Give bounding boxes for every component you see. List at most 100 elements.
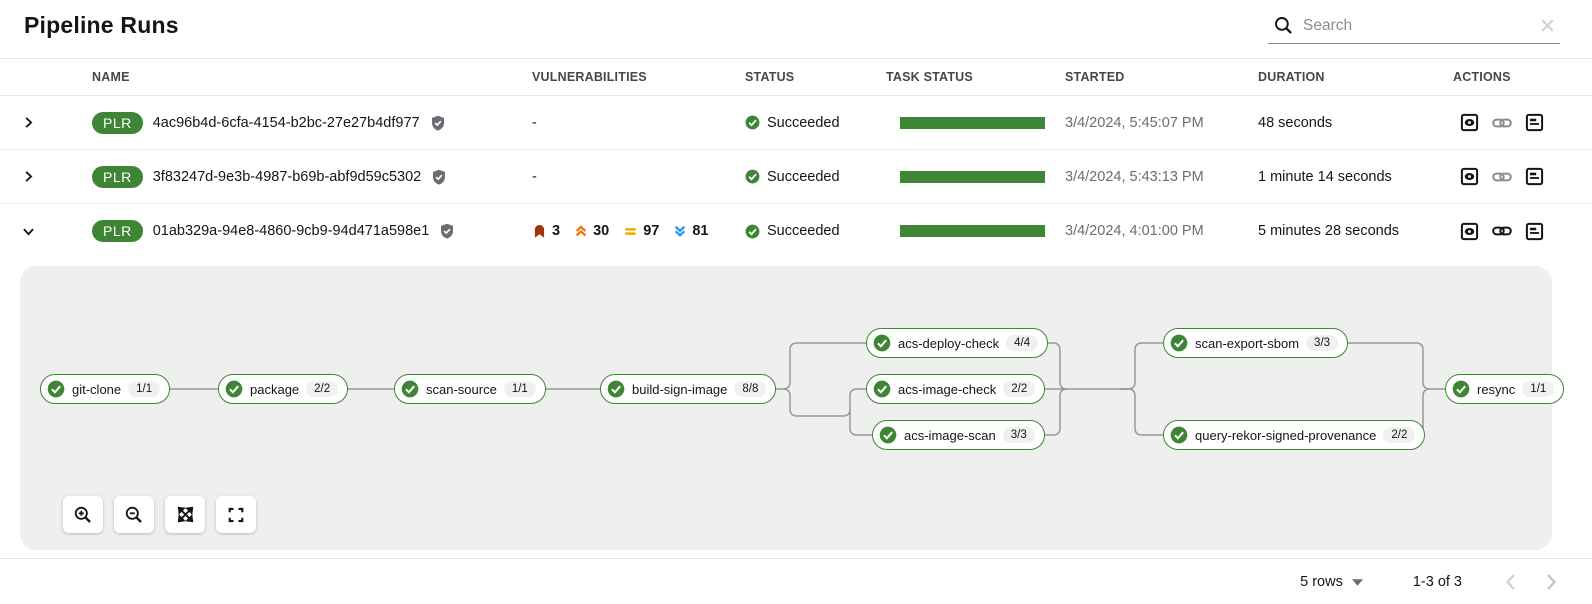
name-cell: PLR 01ab329a-94e8-4860-9cb9-94d471a598e1 bbox=[84, 220, 532, 242]
view-logs-button[interactable] bbox=[1525, 113, 1544, 132]
fullscreen-brackets-icon bbox=[228, 507, 244, 522]
high-count: 30 bbox=[593, 223, 610, 239]
view-logs-button[interactable] bbox=[1525, 167, 1544, 186]
started-cell: 3/4/2024, 5:43:13 PM bbox=[1065, 168, 1204, 185]
critical-count: 3 bbox=[552, 223, 561, 239]
document-in-square-icon bbox=[1525, 167, 1544, 186]
low-severity-icon bbox=[675, 225, 686, 237]
rows-per-page-select[interactable]: 5 rows bbox=[1300, 574, 1363, 590]
header-name: NAME bbox=[92, 70, 130, 84]
chevron-down-icon bbox=[23, 227, 34, 235]
task-label: scan-export-sbom bbox=[1195, 335, 1300, 351]
task-step-badge: 4/4 bbox=[1006, 335, 1039, 351]
task-label: acs-image-check bbox=[898, 381, 997, 397]
fit-to-screen-button[interactable] bbox=[165, 496, 205, 533]
task-node-acs-image-check[interactable]: acs-image-check 2/2 bbox=[866, 374, 1046, 404]
task-step-badge: 3/3 bbox=[1306, 335, 1339, 351]
zoom-out-button[interactable] bbox=[114, 496, 154, 533]
header-task-status: TASK STATUS bbox=[886, 70, 973, 84]
shield-check-icon bbox=[440, 223, 455, 239]
search-box bbox=[1268, 8, 1560, 44]
task-status-cell bbox=[886, 170, 1065, 183]
task-node-resync[interactable]: resync 1/1 bbox=[1445, 374, 1565, 404]
table-header-row: NAME VULNERABILITIES STATUS TASK STATUS … bbox=[0, 58, 1592, 96]
pipeline-graph-panel: git-clone 1/1 package 2/2 scan-source 1/… bbox=[20, 266, 1565, 550]
status-cell: Succeeded bbox=[745, 223, 886, 239]
view-output-button[interactable] bbox=[1460, 113, 1479, 132]
chevron-right-icon bbox=[25, 171, 33, 182]
next-page-button[interactable] bbox=[1545, 573, 1558, 591]
task-node-scan-export-sbom[interactable]: scan-export-sbom 3/3 bbox=[1163, 328, 1349, 358]
shield-check-icon bbox=[432, 168, 447, 185]
pipeline-run-row: PLR 4ac96b4d-6cfa-4154-b2bc-27e27b4df977… bbox=[0, 96, 1592, 150]
vulnerabilities-empty: - bbox=[532, 168, 537, 185]
critical-severity: 3 bbox=[532, 223, 560, 239]
check-circle-icon bbox=[1452, 380, 1470, 398]
name-cell: PLR 3f83247d-9e3b-4987-b69b-abf9d59c5302 bbox=[84, 165, 532, 188]
task-node-package[interactable]: package 2/2 bbox=[218, 374, 349, 404]
medium-count: 97 bbox=[643, 223, 660, 239]
task-label: package bbox=[250, 381, 300, 397]
task-status-bar bbox=[900, 225, 1045, 237]
search-input[interactable] bbox=[1303, 16, 1539, 35]
eye-in-square-icon bbox=[1460, 167, 1479, 186]
view-output-button[interactable] bbox=[1460, 222, 1479, 241]
page-title: Pipeline Runs bbox=[24, 12, 179, 38]
previous-page-button[interactable] bbox=[1504, 573, 1517, 591]
actions-cell bbox=[1453, 221, 1592, 241]
link-button[interactable] bbox=[1492, 113, 1512, 133]
header-actions: ACTIONS bbox=[1453, 70, 1511, 84]
expanded-row-area: git-clone 1/1 package 2/2 scan-source 1/… bbox=[0, 258, 1592, 559]
check-circle-icon bbox=[873, 334, 891, 352]
task-label: git-clone bbox=[72, 381, 122, 397]
header-status: STATUS bbox=[745, 70, 795, 84]
task-node-acs-image-scan[interactable]: acs-image-scan 3/3 bbox=[872, 420, 1045, 450]
status-text: Succeeded bbox=[767, 114, 840, 131]
zoom-in-icon bbox=[74, 506, 91, 523]
status-text: Succeeded bbox=[767, 223, 840, 239]
task-status-bar bbox=[900, 170, 1045, 183]
search-icon bbox=[1275, 17, 1292, 34]
view-logs-button[interactable] bbox=[1525, 222, 1544, 241]
task-node-acs-deploy-check[interactable]: acs-deploy-check 4/4 bbox=[866, 328, 1049, 358]
run-name: 3f83247d-9e3b-4987-b69b-abf9d59c5302 bbox=[152, 168, 422, 185]
run-name: 4ac96b4d-6cfa-4154-b2bc-27e27b4df977 bbox=[152, 114, 420, 131]
zoom-in-button[interactable] bbox=[63, 496, 103, 533]
check-circle-icon bbox=[873, 380, 891, 398]
check-circle-icon bbox=[1170, 334, 1188, 352]
link-button[interactable] bbox=[1492, 167, 1512, 187]
check-circle-icon bbox=[879, 426, 897, 444]
check-circle-icon bbox=[47, 380, 65, 398]
task-step-badge: 2/2 bbox=[1003, 381, 1036, 397]
vulnerabilities-cell: - bbox=[532, 115, 745, 131]
view-output-button[interactable] bbox=[1460, 167, 1479, 186]
task-step-badge: 1/1 bbox=[128, 381, 161, 397]
table-footer: 5 rows 1-3 of 3 bbox=[0, 559, 1592, 604]
header-vulnerabilities: VULNERABILITIES bbox=[532, 70, 647, 84]
reset-view-button[interactable] bbox=[216, 496, 256, 533]
name-cell: PLR 4ac96b4d-6cfa-4154-b2bc-27e27b4df977 bbox=[84, 111, 532, 134]
clear-search-icon[interactable] bbox=[1539, 17, 1556, 34]
task-node-build-sign-image[interactable]: build-sign-image 8/8 bbox=[600, 374, 777, 404]
plr-badge: PLR bbox=[92, 111, 143, 134]
task-node-git-clone[interactable]: git-clone 1/1 bbox=[40, 374, 171, 404]
high-severity-icon bbox=[575, 225, 587, 237]
eye-in-square-icon bbox=[1460, 222, 1479, 240]
link-button[interactable] bbox=[1492, 221, 1512, 241]
expand-toggle-button[interactable] bbox=[0, 116, 84, 129]
task-step-badge: 1/1 bbox=[1522, 381, 1555, 397]
task-label: resync bbox=[1477, 381, 1516, 397]
vulnerabilities-cell: 3 30 97 81 bbox=[532, 223, 745, 239]
task-step-badge: 8/8 bbox=[734, 381, 767, 397]
check-circle-icon bbox=[745, 223, 760, 239]
run-name: 01ab329a-94e8-4860-9cb9-94d471a598e1 bbox=[152, 223, 430, 239]
task-node-scan-source[interactable]: scan-source 1/1 bbox=[394, 374, 546, 404]
actions-cell bbox=[1453, 167, 1592, 187]
expand-toggle-button[interactable] bbox=[0, 170, 84, 183]
pipeline-run-row: PLR 01ab329a-94e8-4860-9cb9-94d471a598e1… bbox=[0, 204, 1592, 258]
header-started: STARTED bbox=[1065, 70, 1125, 84]
collapse-toggle-button[interactable] bbox=[0, 225, 84, 238]
chevron-right-icon bbox=[1547, 574, 1557, 590]
task-status-bar bbox=[900, 116, 1045, 129]
task-node-query-rekor-signed-provenance[interactable]: query-rekor-signed-provenance 2/2 bbox=[1163, 420, 1426, 450]
